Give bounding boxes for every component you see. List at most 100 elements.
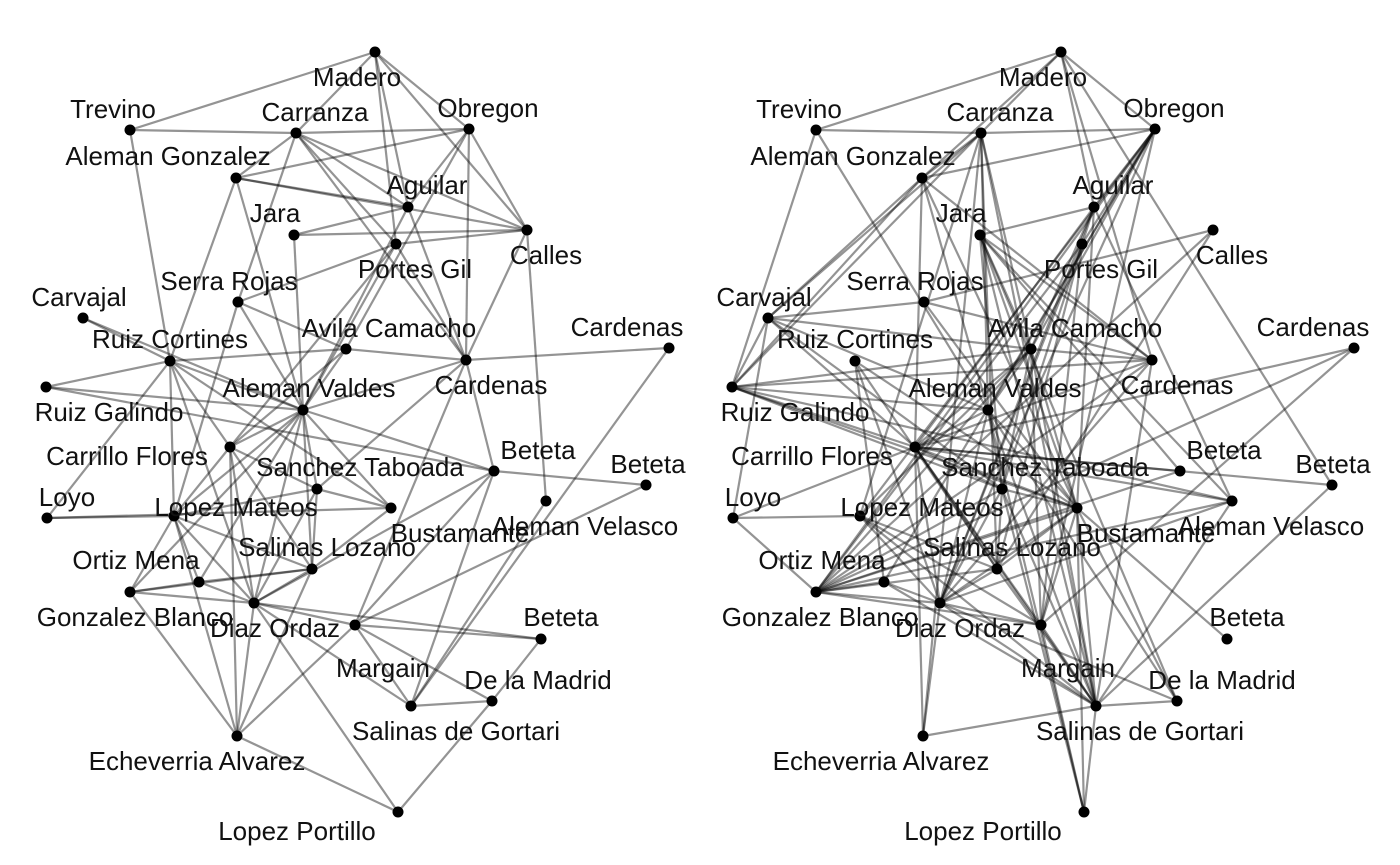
- edge-ortiz-mena-to-diaz-ordaz: [129, 590, 255, 605]
- edge-sanchez-taboada-to-diaz-ordaz: [253, 488, 318, 604]
- edge-obregon-to-portes-gil: [1081, 128, 1156, 245]
- edge-carrillo-flores-to-echeverria-alvarez: [228, 446, 239, 737]
- edge-ortiz-mena-to-diaz-ordaz: [815, 590, 941, 605]
- edge-avila-camacho-to-carrillo-flores: [914, 348, 1032, 448]
- node-trevino: [124, 124, 136, 136]
- node-label-gonzalez-blanco: Gonzalez Blanco: [722, 602, 919, 632]
- node-label-trevino: Trevino: [70, 94, 156, 124]
- edge-bustamante-to-salinas-lozano: [996, 507, 1078, 570]
- node-avila-camacho: [340, 343, 352, 355]
- node-label-margain: Margain: [336, 653, 430, 683]
- edge-madero-to-carranza: [295, 51, 376, 134]
- edge-ortiz-mena-to-gonzalez-blanco: [815, 580, 885, 594]
- edge-ruiz-galindo-to-bustamante: [731, 385, 1078, 510]
- edge-gonzalez-blanco-to-diaz-ordaz: [198, 580, 255, 605]
- edge-madero-to-obregon: [374, 51, 470, 130]
- edge-margain-to-salinas-de-gortari: [354, 624, 412, 707]
- edge-beteta-2-to-carrillo-flores: [914, 445, 1333, 487]
- edge-serra-rojas-to-aleman-valdes: [237, 301, 304, 411]
- edge-ruiz-cortines-to-gonzalez-blanco: [853, 360, 886, 583]
- edge-loyo-to-lopez-mateos: [46, 514, 175, 520]
- node-label-madero: Madero: [999, 62, 1087, 92]
- edge-carvajal-to-carrillo-flores: [767, 317, 916, 448]
- node-cardenas-2: [460, 354, 472, 366]
- edge-carrillo-flores-to-salinas-de-gortari: [914, 446, 1097, 707]
- edge-cardenas-2-to-diaz-ordaz: [939, 359, 1153, 604]
- edge-obregon-to-calles: [468, 128, 528, 231]
- edge-avila-camacho-to-ruiz-cortines: [169, 347, 347, 363]
- node-jara: [288, 229, 300, 241]
- edge-echeverria-alvarez-to-lopez-portillo: [236, 735, 399, 813]
- edge-aguilar-to-avila-camacho: [1029, 206, 1096, 350]
- edge-carrillo-flores-to-salinas-lozano: [229, 446, 313, 570]
- node-label-calles: Calles: [510, 240, 582, 270]
- edge-carrillo-flores-to-bustamante: [914, 445, 1078, 510]
- edge-ortiz-mena-to-margain: [815, 590, 1042, 627]
- edge-cardenas-1-to-carrillo-flores: [914, 346, 1355, 449]
- edge-ruiz-cortines-to-bustamante: [169, 360, 392, 509]
- node-ruiz-galindo: [726, 381, 738, 393]
- node-lopez-mateos: [854, 510, 866, 522]
- node-cardenas-1: [1348, 342, 1360, 354]
- node-label-aleman-valdes: Aleman Valdes: [909, 373, 1082, 403]
- edge-aguilar-to-bustamante: [1075, 206, 1096, 509]
- node-label-carrillo-flores: Carrillo Flores: [46, 441, 208, 471]
- edge-aleman-valdes-to-ruiz-galindo: [45, 385, 304, 412]
- edge-jara-to-salinas-de-gortari: [978, 234, 1098, 707]
- edge-aleman-gonzalez-to-carvajal: [767, 177, 923, 319]
- edge-aleman-valdes-to-gonzalez-blanco: [198, 409, 304, 583]
- node-label-ruiz-cortines: Ruiz Cortines: [777, 324, 933, 354]
- edge-lopez-mateos-to-ortiz-mena: [129, 515, 175, 593]
- edge-jara-to-bustamante: [978, 234, 1079, 509]
- edge-trevino-to-carranza: [815, 128, 982, 135]
- node-label-cardenas-2: Cardenas: [435, 370, 548, 400]
- edge-avila-camacho-to-aleman-valdes: [987, 348, 1032, 411]
- edge-cardenas-2-to-carrillo-flores: [914, 358, 1153, 449]
- node-bustamante: [385, 502, 397, 514]
- node-obregon: [463, 123, 475, 135]
- edge-carranza-to-aleman-gonzalez: [235, 132, 297, 179]
- edge-beteta-1-to-ortiz-mena: [815, 469, 1181, 594]
- edge-madero-to-portes-gil: [373, 51, 398, 245]
- edge-portes-gil-to-sanchez-taboada: [1000, 243, 1084, 490]
- edge-obregon-to-aleman-gonzalez: [235, 127, 470, 180]
- edge-carranza-to-lopez-mateos: [858, 132, 983, 517]
- edge-sanchez-taboada-to-diaz-ordaz: [939, 488, 1003, 604]
- node-label-portes-gil: Portes Gil: [1044, 254, 1158, 284]
- edge-aleman-velasco-to-salinas-de-gortari: [1095, 500, 1233, 707]
- edge-beteta-1-to-margain: [354, 470, 495, 626]
- node-label-aleman-gonzalez: Aleman Gonzalez: [65, 141, 270, 171]
- edge-aleman-valdes-to-ruiz-galindo: [731, 385, 989, 412]
- edge-aleman-gonzalez-to-carrillo-flores: [913, 177, 924, 448]
- edge-obregon-to-aguilar: [1093, 128, 1156, 208]
- edge-aleman-valdes-to-ortiz-mena: [129, 409, 304, 593]
- edge-aguilar-to-cardenas-2: [406, 206, 468, 361]
- edge-aguilar-to-portes-gil: [1080, 206, 1096, 245]
- node-label-beteta-1: Beteta: [500, 435, 576, 465]
- edge-diaz-ordaz-to-margain: [939, 601, 1042, 627]
- edge-obregon-to-avila-camacho: [345, 128, 470, 350]
- node-lopez-portillo: [392, 806, 404, 818]
- edge-aleman-valdes-to-salinas-lozano: [301, 409, 314, 570]
- node-beteta-2: [640, 479, 652, 491]
- edge-madero-to-calles: [374, 51, 528, 231]
- node-ruiz-cortines: [849, 355, 861, 367]
- edge-avila-camacho-to-sanchez-taboada: [1000, 348, 1033, 490]
- edge-carranza-to-aleman-valdes: [979, 132, 990, 411]
- node-label-portes-gil: Portes Gil: [358, 254, 472, 284]
- node-carranza: [975, 127, 987, 139]
- node-salinas-lozano: [991, 563, 1003, 575]
- node-carrillo-flores: [909, 441, 921, 453]
- node-salinas-de-gortari: [1090, 700, 1102, 712]
- edge-carranza-to-cardenas-2: [295, 132, 467, 361]
- edge-carrillo-flores-to-diaz-ordaz: [913, 446, 942, 604]
- node-loyo: [727, 512, 739, 524]
- edge-obregon-to-gonzalez-blanco: [883, 128, 1156, 583]
- edge-portes-gil-to-ortiz-mena: [815, 243, 1083, 593]
- edge-jara-to-aleman-valdes: [292, 234, 305, 411]
- edge-carvajal-to-ruiz-galindo: [731, 317, 769, 388]
- node-label-diaz-ordaz: Diaz Ordaz: [210, 613, 340, 643]
- node-carrillo-flores: [224, 441, 236, 453]
- edge-gonzalez-blanco-to-salinas-de-gortari: [883, 581, 1097, 707]
- edge-obregon-to-lopez-mateos: [859, 128, 1156, 517]
